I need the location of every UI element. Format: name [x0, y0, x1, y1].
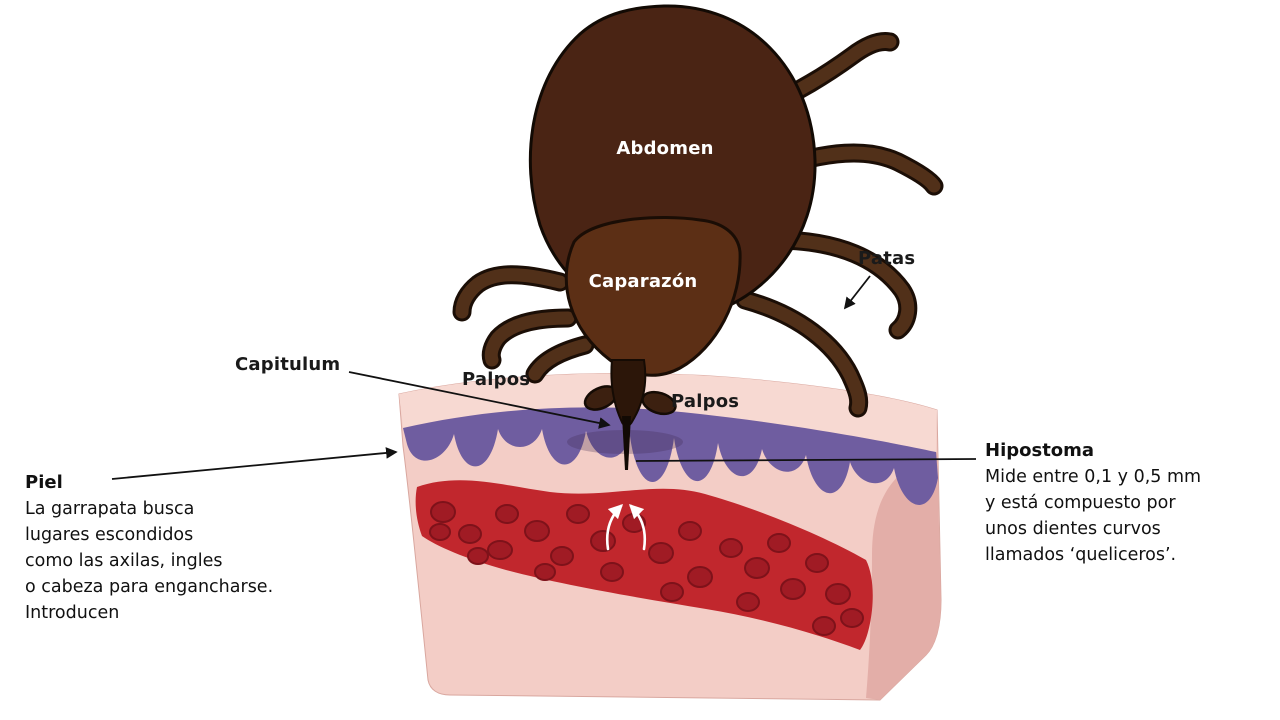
- skin-block: [398, 372, 942, 701]
- blood-flow-arrows: [605, 503, 647, 551]
- tick-scutum: [564, 216, 742, 377]
- annotation-lines: [111, 275, 977, 480]
- patas-label: Patas: [858, 248, 916, 269]
- piel-body: La garrapata busca lugares escondidos co…: [25, 499, 274, 623]
- epidermis-layer: [403, 407, 938, 505]
- hypostome-shape: [622, 416, 631, 470]
- palpos-right-label: Palpos: [671, 391, 740, 412]
- tick: [452, 4, 944, 470]
- piel-annotation: Piel La garrapata busca lugares escondid…: [25, 472, 325, 626]
- capitulum-pointer-line: [348, 371, 611, 429]
- skin-top-face: [399, 373, 937, 452]
- caparazon-label: Caparazón: [588, 271, 698, 292]
- skin-side-face: [866, 452, 941, 700]
- hipostoma-annotation: Hipostoma Mide entre 0,1 y 0,5 mm y está…: [985, 440, 1255, 568]
- hipostoma-pointer-line: [635, 458, 977, 462]
- palpos-left-label: Palpos: [462, 369, 531, 390]
- piel-title: Piel: [25, 472, 63, 493]
- hipostoma-body: Mide entre 0,1 y 0,5 mm y está compuesto…: [985, 467, 1202, 565]
- blood-cells: [429, 501, 864, 636]
- piel-pointer-line: [111, 447, 398, 480]
- tick-mouthparts: [583, 359, 677, 470]
- capitulum-label: Capitulum: [235, 354, 341, 375]
- hipostoma-title: Hipostoma: [985, 440, 1095, 461]
- patas-pointer-line: [843, 275, 871, 310]
- abdomen-label: Abdomen: [616, 138, 714, 159]
